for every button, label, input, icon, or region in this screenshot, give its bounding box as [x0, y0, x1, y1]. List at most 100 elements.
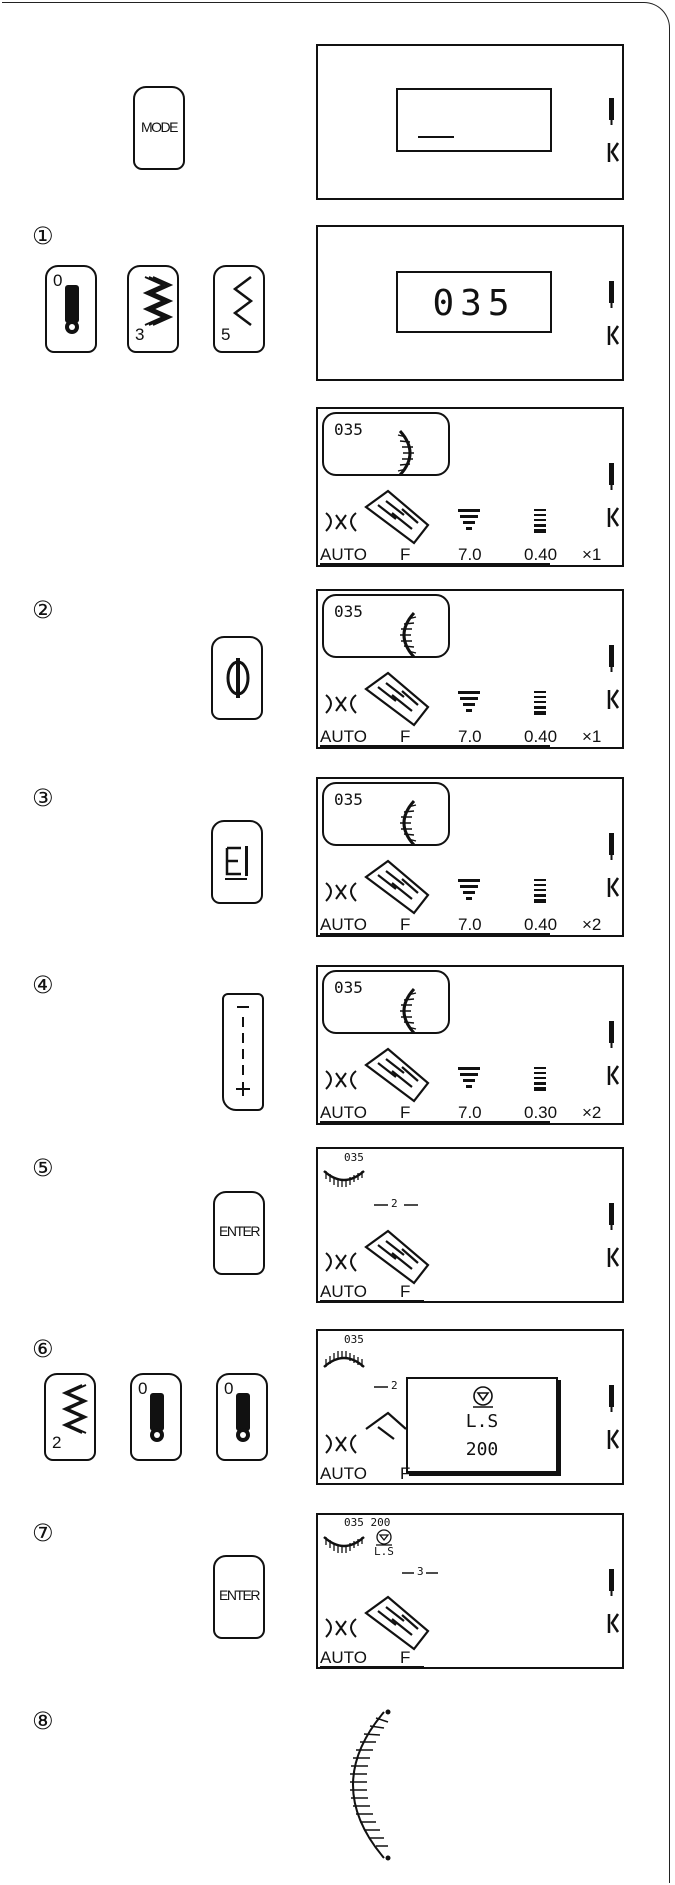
length-value: 0.40 [524, 728, 557, 746]
presser-foot-f-icon [366, 1231, 428, 1283]
repeat-value: ×2 [582, 916, 601, 934]
memory-count: 3 [417, 1565, 424, 1578]
foot-letter: F [400, 728, 410, 746]
presser-foot-f-icon [366, 1049, 428, 1101]
underline [320, 1666, 424, 1668]
presser-foot-icon [609, 878, 618, 897]
presser-foot-icon [609, 326, 618, 345]
stitch-length-icon [534, 1067, 546, 1091]
elongation-button[interactable] [211, 820, 263, 904]
step-7-number: ⑦ [32, 1521, 54, 1545]
length-value: 0.40 [524, 916, 557, 934]
needle-icon [609, 1021, 614, 1048]
lcd-memory-2: 035 200 L.S 3 AUTO F [316, 1513, 624, 1669]
memory-count: 2 [391, 1197, 398, 1210]
digit-3-button[interactable]: 3 [127, 265, 179, 353]
locking-stitch-popup: L.S 200 [406, 1377, 558, 1473]
digit-5-button[interactable]: 5 [213, 265, 265, 353]
step-6-number: ⑥ [32, 1337, 54, 1361]
underline [320, 1300, 424, 1302]
presser-foot-icon [609, 508, 618, 527]
presser-foot-icon [609, 1614, 618, 1633]
presser-foot-icon [609, 1248, 618, 1267]
lcd-pattern-035: 035 AUTO F 7.0 0.40 ×1 [316, 407, 624, 567]
presser-foot-f-icon [366, 1597, 428, 1649]
needle-icon [609, 645, 614, 672]
locking-stitch-label: L.S [408, 1411, 556, 1432]
digit-2-button[interactable]: 2 [44, 1373, 96, 1461]
auto-label: AUTO [320, 1104, 367, 1122]
mode-button[interactable]: MODE [133, 86, 185, 170]
stitch-length-icon [534, 691, 546, 715]
lcd-memory-1: 035 2 AUTO F [316, 1147, 624, 1303]
enter-button-label: ENTER [215, 1223, 263, 1239]
straight-stitch-icon [216, 1373, 268, 1461]
crescent-pattern-icon [400, 989, 416, 1033]
mirror-button[interactable] [211, 636, 263, 720]
crescent-row-icon [324, 1537, 364, 1553]
enter-button-2[interactable]: ENTER [213, 1555, 265, 1639]
crescent-pattern-icon [398, 431, 414, 475]
digit-0-button-a[interactable]: 0 [130, 1373, 182, 1461]
step-4-number: ④ [32, 973, 54, 997]
length-value: 0.40 [524, 546, 557, 564]
enter-button-label: ENTER [215, 1587, 263, 1603]
sewn-crescent-result [318, 1700, 408, 1870]
stitch-length-adjust-button[interactable] [222, 993, 264, 1111]
width-value: 7.0 [458, 546, 482, 564]
stitch-width-icon [458, 509, 480, 530]
digit-0-button[interactable]: 0 [45, 265, 97, 353]
digit-0-button-b[interactable]: 0 [216, 1373, 268, 1461]
needle-icon [609, 1203, 614, 1230]
thread-tension-icon [326, 695, 356, 713]
presser-foot-icon [609, 1066, 618, 1085]
step-8-number: ⑧ [32, 1709, 54, 1733]
width-value: 7.0 [458, 728, 482, 746]
repeat-value: ×1 [582, 728, 601, 746]
crescent-pattern-icon [400, 801, 416, 845]
mirror-icon [211, 636, 263, 720]
presser-foot-f-icon [366, 491, 428, 543]
underline [320, 1121, 550, 1123]
crescent-pattern-icon [400, 613, 416, 657]
thread-tension-icon [326, 513, 356, 531]
auto-label: AUTO [320, 1465, 367, 1483]
presser-foot-f-icon-partial [366, 1413, 406, 1439]
foot-letter: F [400, 1465, 410, 1483]
foot-letter: F [400, 1283, 410, 1301]
thread-tension-icon [326, 1435, 356, 1453]
repeat-value: ×2 [582, 1104, 601, 1122]
straight-stitch-icon [45, 265, 97, 353]
stitch-length-icon [534, 509, 546, 533]
foot-letter: F [400, 1649, 410, 1667]
auto-label: AUTO [320, 546, 367, 564]
locking-stitch-icon [468, 1385, 498, 1409]
thread-tension-icon [326, 1253, 356, 1271]
lcd-pattern-length-adjusted: 035 AUTO F 7.0 0.30 ×2 [316, 965, 624, 1125]
step-2-number: ② [32, 598, 54, 622]
presser-foot-icon [609, 1430, 618, 1449]
presser-foot-f-icon [366, 673, 428, 725]
stitch-length-icon [534, 879, 546, 903]
locking-stitch-small-icon [376, 1530, 392, 1545]
underline [320, 563, 550, 565]
memory-count: 2 [391, 1379, 398, 1392]
locking-stitch-number: 200 [408, 1439, 556, 1460]
needle-icon [609, 1385, 614, 1412]
stitch-width-icon [458, 1067, 480, 1088]
lcd-pattern-elongated: 035 AUTO F 7.0 0.40 ×2 [316, 777, 624, 937]
enter-button[interactable]: ENTER [213, 1191, 265, 1275]
foot-letter: F [400, 916, 410, 934]
width-value: 7.0 [458, 1104, 482, 1122]
foot-letter: F [400, 546, 410, 564]
stitch-width-icon [458, 879, 480, 900]
presser-foot-f-icon [366, 861, 428, 913]
thread-tension-icon [326, 1619, 356, 1637]
triple-zigzag-icon [127, 265, 179, 353]
underline [320, 745, 550, 747]
presser-foot-icon [609, 690, 618, 709]
thread-tension-icon [326, 1071, 356, 1089]
foot-letter: F [400, 1104, 410, 1122]
straight-stitch-icon [130, 1373, 182, 1461]
stitch-width-icon [458, 691, 480, 712]
